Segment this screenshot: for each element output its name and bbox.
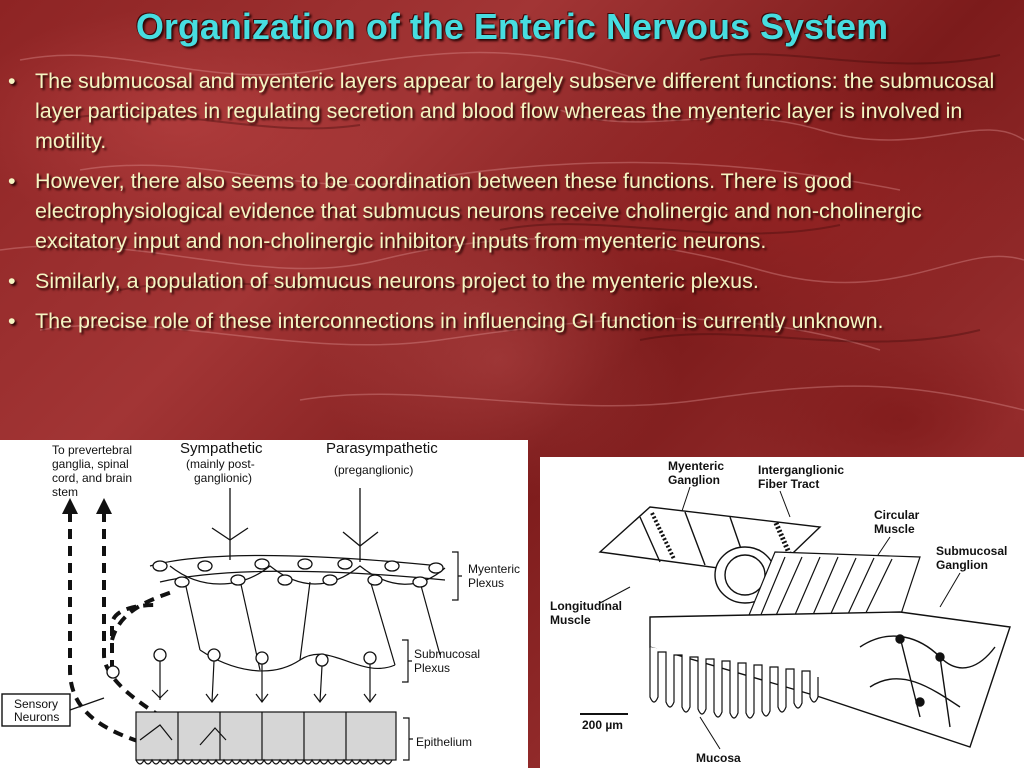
parasympathetic-sub-label: (preganglionic) bbox=[334, 463, 413, 477]
myenteric-ganglion-label: Myenteric bbox=[668, 459, 724, 473]
svg-text:Sensory: Sensory bbox=[14, 697, 58, 711]
mucosa-label: Mucosa bbox=[696, 751, 741, 765]
arrowheads bbox=[62, 498, 112, 514]
bullet-item: • Similarly, a population of submucus ne… bbox=[8, 266, 1008, 296]
scale-bar: 200 µm bbox=[580, 713, 628, 732]
bullet-text: The precise role of these interconnectio… bbox=[35, 309, 884, 333]
epithelium-cells bbox=[135, 711, 397, 765]
circular-muscle-label: Circular bbox=[874, 508, 920, 522]
svg-text:Neurons: Neurons bbox=[14, 710, 59, 724]
bullet-glyph: • bbox=[8, 309, 16, 333]
epithelium-label: Epithelium bbox=[416, 735, 472, 749]
bullet-item: • The precise role of these interconnect… bbox=[8, 302, 1008, 340]
bullet-glyph: • bbox=[8, 69, 16, 93]
bullet-text: The submucosal and myenteric layers appe… bbox=[35, 69, 995, 153]
layer-brackets bbox=[402, 551, 462, 761]
submucosal-ganglion-label: Ganglion bbox=[936, 558, 988, 572]
sympathetic-sub-label: ganglionic) bbox=[194, 471, 252, 485]
sympathetic-sub-label: (mainly post- bbox=[186, 457, 255, 471]
submucosal-neurons bbox=[106, 648, 377, 679]
bullet-item: • However, there also seems to be coordi… bbox=[8, 166, 1008, 256]
submucosal-plexus-label: Plexus bbox=[414, 661, 450, 675]
interganglionic-label: Fiber Tract bbox=[758, 477, 819, 491]
myenteric-ganglion-label: Ganglion bbox=[668, 473, 720, 487]
bullet-glyph: • bbox=[8, 169, 16, 193]
extrinsic-fibers bbox=[211, 488, 379, 562]
gut-wall-diagram: Myenteric Ganglion Interganglionic Fiber… bbox=[540, 457, 1024, 768]
sympathetic-label: Sympathetic bbox=[180, 440, 263, 457]
svg-text:200 µm: 200 µm bbox=[582, 718, 623, 732]
enteric-circuit-figure: To prevertebral ganglia, spinal cord, an… bbox=[1, 440, 520, 765]
bullet-list: • The submucosal and myenteric layers ap… bbox=[8, 66, 1008, 350]
bullet-item: • The submucosal and myenteric layers ap… bbox=[8, 66, 1008, 156]
submucosal-ganglion-label: Submucosal bbox=[936, 544, 1007, 558]
bullet-text: However, there also seems to be coordina… bbox=[35, 169, 922, 253]
sensory-neurons-box: Sensory Neurons bbox=[1, 693, 105, 727]
circular-muscle-label: Muscle bbox=[874, 522, 915, 536]
slide-title: Organization of the Enteric Nervous Syst… bbox=[135, 6, 889, 47]
gut-wall-figure: Myenteric Ganglion Interganglionic Fiber… bbox=[550, 459, 1011, 765]
svg-text:cord, and brain: cord, and brain bbox=[52, 471, 132, 485]
svg-text:stem: stem bbox=[52, 485, 78, 499]
myenteric-plexus-label: Myenteric bbox=[468, 562, 520, 576]
longitudinal-muscle-label: Longitudinal bbox=[550, 599, 622, 613]
svg-text:ganglia, spinal: ganglia, spinal bbox=[52, 457, 129, 471]
submucosal-plexus-label: Submucosal bbox=[414, 647, 480, 661]
myenteric-network bbox=[149, 554, 446, 672]
submucosal-processes bbox=[151, 660, 377, 703]
enteric-circuit-diagram: To prevertebral ganglia, spinal cord, an… bbox=[0, 440, 528, 768]
myenteric-neurons bbox=[152, 558, 444, 588]
mucosa-villi bbox=[649, 647, 819, 719]
parasympathetic-label: Parasympathetic bbox=[326, 440, 438, 457]
longitudinal-muscle-label: Muscle bbox=[550, 613, 591, 627]
bullet-glyph: • bbox=[8, 269, 16, 293]
interganglionic-label: Interganglionic bbox=[758, 463, 844, 477]
svg-text:To prevertebral: To prevertebral bbox=[52, 443, 132, 457]
bullet-text: Similarly, a population of submucus neur… bbox=[35, 269, 759, 293]
submucosa-layer bbox=[649, 611, 1011, 748]
prevertebral-label: To prevertebral ganglia, spinal cord, an… bbox=[52, 443, 132, 499]
myenteric-plexus-label: Plexus bbox=[468, 576, 504, 590]
